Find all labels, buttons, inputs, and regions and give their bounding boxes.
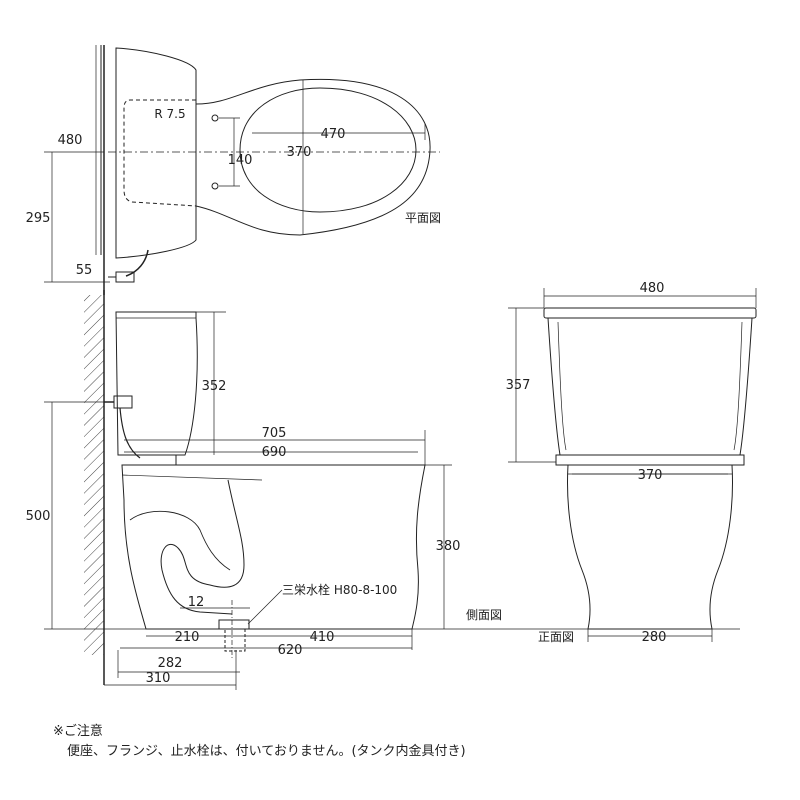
side-bowl-height-label: 380: [436, 539, 461, 554]
front-bowl-body: [567, 464, 733, 630]
side-supply-height-label: 500: [26, 509, 51, 524]
side-drain-pipe: [224, 628, 246, 652]
plan-bowl-inner: [239, 87, 417, 213]
side-wall-total-label: 310: [146, 671, 171, 686]
side-view: [44, 290, 740, 690]
front-bowl-width-label: 370: [638, 468, 663, 483]
plan-center-label: 295: [26, 211, 51, 226]
side-overall-depth-label: 705: [262, 426, 287, 441]
plan-dashed-rim: [123, 99, 197, 207]
front-tank-body: [547, 317, 753, 456]
side-supply-pipe: [119, 407, 141, 459]
plan-bowl-length-label: 470: [321, 127, 346, 142]
side-supply-wall-label: 282: [158, 656, 183, 671]
side-bowl-body: [121, 464, 426, 630]
plan-tank: [115, 47, 197, 259]
side-valve-note: 三栄水栓 H80-8-100: [282, 582, 397, 597]
plan-pipe-label: 55: [76, 263, 93, 278]
front-view-title: 正面図: [538, 630, 574, 644]
plan-supply-pipe: [125, 249, 149, 277]
valve-note-leader: [247, 589, 283, 625]
plan-view-title: 平面図: [405, 211, 441, 225]
plan-view: [44, 45, 440, 295]
front-base-width-label: 280: [642, 630, 667, 645]
plan-radius-label: R 7.5: [154, 107, 185, 121]
plan-depth-label: 480: [58, 133, 83, 148]
side-drain-offset-label: 12: [188, 595, 205, 610]
side-drain-wall-label: 210: [175, 630, 200, 645]
side-trapway: [160, 479, 245, 615]
side-drain-flange: [218, 619, 250, 630]
seat-hole-bottom: [211, 182, 219, 190]
front-tank-height-label: 357: [506, 378, 531, 393]
notice-title: ※ご注意: [53, 724, 103, 739]
wall-hatch: [84, 295, 104, 655]
side-drain-outer-label: 620: [278, 643, 303, 658]
front-tank-base: [555, 454, 745, 466]
plan-bowl-outer: [195, 78, 431, 236]
side-view-title: 側面図: [466, 608, 502, 622]
side-tank: [115, 311, 198, 456]
plan-hole-span-label: 140: [228, 153, 253, 168]
seat-hole-top: [211, 114, 219, 122]
front-tank-width-label: 480: [640, 281, 665, 296]
front-tank-lid: [543, 307, 757, 319]
side-tank-height-label: 352: [202, 379, 227, 394]
front-view: [508, 288, 757, 642]
side-floor-front-label: 410: [310, 630, 335, 645]
plan-bowl-width-label: 370: [287, 145, 312, 160]
side-bowl-depth-label: 690: [262, 445, 287, 460]
notice-block: ※ご注意 便座、フランジ、止水栓は、付いておりません。(タンク内金具付き): [53, 722, 466, 762]
notice-text: 便座、フランジ、止水栓は、付いておりません。(タンク内金具付き): [67, 744, 466, 759]
side-tank-base: [122, 454, 177, 466]
